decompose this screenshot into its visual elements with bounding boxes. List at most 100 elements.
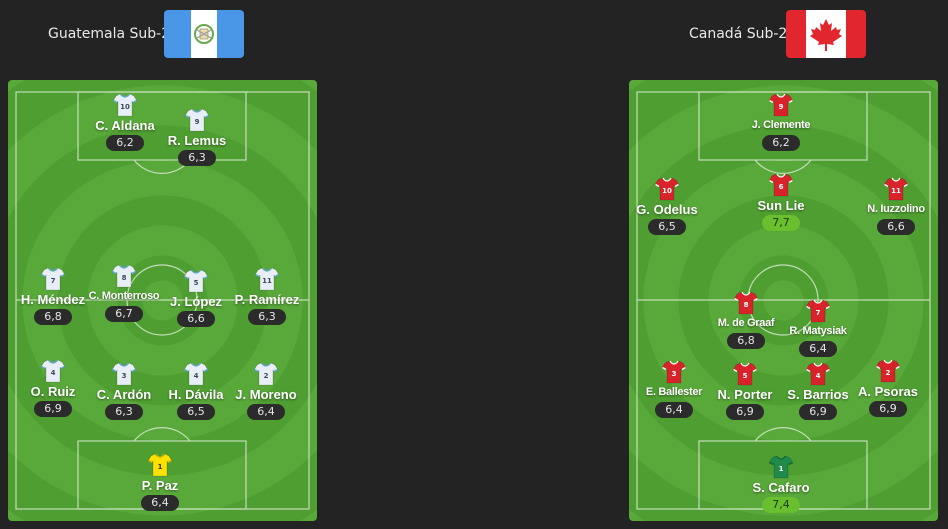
player-card[interactable]: 9 R. Lemus 6,3: [142, 107, 252, 166]
player-name: O. Ruiz: [30, 384, 76, 399]
svg-text:4: 4: [194, 372, 199, 380]
player-name: G. Odelus: [636, 202, 698, 217]
player-rating: 6,4: [141, 495, 179, 511]
shirt-icon: 4: [763, 361, 873, 387]
svg-text:10: 10: [662, 187, 672, 195]
player-rating: 6,4: [655, 402, 693, 418]
player-card[interactable]: 4 O. Ruiz 6,9: [8, 358, 108, 417]
player-rating: 6,3: [248, 309, 286, 325]
player-name: J. Moreno: [235, 387, 297, 402]
player-name: S. Barrios: [787, 387, 849, 402]
player-card[interactable]: 6 Sun Lie 7,7: [726, 172, 836, 231]
player-rating: 6,2: [106, 135, 144, 151]
player-rating: 6,7: [105, 306, 143, 322]
player-card[interactable]: 10 G. Odelus 6,5: [629, 176, 722, 235]
player-rating: 6,9: [869, 401, 907, 417]
shirt-icon: 11: [212, 266, 317, 292]
player-rating: 6,4: [247, 404, 285, 420]
svg-text:9: 9: [195, 118, 200, 126]
player-name: C. Monterroso: [88, 290, 160, 302]
player-rating: 6,6: [877, 219, 915, 235]
shirt-icon: 6: [726, 172, 836, 198]
player-card[interactable]: 10 C. Aldana 6,2: [70, 92, 180, 151]
player-name: H. Méndez: [20, 292, 86, 307]
svg-text:5: 5: [743, 372, 748, 380]
svg-text:1: 1: [779, 465, 784, 473]
player-rating: 6,6: [177, 311, 215, 327]
player-card[interactable]: 11 P. Ramírez 6,3: [212, 266, 317, 325]
svg-text:5: 5: [194, 279, 199, 287]
home-team-name: Guatemala Sub-20: [48, 26, 180, 42]
player-name: P. Ramírez: [234, 292, 300, 307]
player-name: J. Clemente: [751, 119, 811, 131]
shirt-icon: 8: [691, 290, 801, 316]
player-card[interactable]: 7 R. Matysiak 6,4: [763, 298, 873, 357]
svg-text:1: 1: [158, 463, 163, 471]
player-card[interactable]: 8 C. Monterroso 6,7: [69, 263, 179, 322]
svg-text:8: 8: [744, 301, 749, 309]
player-name: S. Cafaro: [752, 480, 810, 495]
shirt-icon: 11: [841, 176, 938, 202]
shirt-icon: 9: [726, 92, 836, 118]
svg-text:2: 2: [886, 369, 891, 377]
player-name: E. Ballester: [645, 386, 703, 398]
player-card[interactable]: 4 H. Dávila 6,5: [141, 361, 251, 420]
player-card[interactable]: 1 P. Paz 6,4: [105, 452, 215, 511]
shirt-icon: 2: [833, 358, 938, 384]
shirt-icon: 8: [69, 263, 179, 289]
shirt-icon: 3: [629, 359, 729, 385]
shirt-icon: 4: [8, 358, 108, 384]
player-card[interactable]: 3 E. Ballester 6,4: [629, 359, 729, 418]
shirt-icon: 4: [141, 361, 251, 387]
player-card[interactable]: 7 H. Méndez 6,8: [8, 266, 108, 325]
player-name: C. Aldana: [95, 118, 155, 133]
player-card[interactable]: 9 J. Clemente 6,2: [726, 92, 836, 151]
away-team-name: Canadá Sub-20: [689, 26, 797, 42]
player-card[interactable]: 11 N. Iuzzolino 6,6: [841, 176, 938, 235]
player-rating: 6,9: [726, 404, 764, 420]
svg-text:4: 4: [51, 369, 56, 377]
player-card[interactable]: 5 N. Porter 6,9: [690, 361, 800, 420]
player-rating: 6,3: [105, 404, 143, 420]
player-name: N. Iuzzolino: [867, 203, 925, 215]
player-rating: 6,8: [727, 333, 765, 349]
canada-flag-icon: [786, 10, 866, 58]
player-card[interactable]: 3 C. Ardón 6,3: [69, 361, 179, 420]
player-rating: 6,2: [762, 135, 800, 151]
player-card[interactable]: 2 A. Psoras 6,9: [833, 358, 938, 417]
svg-text:2: 2: [264, 372, 269, 380]
player-name: R. Matysiak: [789, 325, 847, 337]
player-name: R. Lemus: [167, 133, 227, 148]
svg-text:11: 11: [262, 277, 272, 285]
player-rating: 6,5: [648, 219, 686, 235]
guatemala-flag-icon: [164, 10, 244, 58]
svg-text:9: 9: [779, 103, 784, 111]
svg-text:3: 3: [672, 370, 677, 378]
player-rating: 6,4: [799, 341, 837, 357]
player-rating: 7,4: [762, 497, 800, 513]
player-rating: 7,7: [762, 215, 800, 231]
player-card[interactable]: 1 S. Cafaro 7,4: [726, 454, 836, 513]
shirt-icon: 5: [690, 361, 800, 387]
svg-text:11: 11: [891, 187, 901, 195]
shirt-icon: 10: [629, 176, 722, 202]
player-card[interactable]: 5 J. López 6,6: [141, 268, 251, 327]
svg-text:6: 6: [779, 183, 784, 191]
player-name: M. de Graaf: [717, 317, 775, 329]
player-name: N. Porter: [717, 387, 773, 402]
goalkeeper-shirt-icon: 1: [105, 452, 215, 478]
shirt-icon: 5: [141, 268, 251, 294]
goalkeeper-shirt-icon: 1: [726, 454, 836, 480]
player-card[interactable]: 2 J. Moreno 6,4: [211, 361, 317, 420]
shirt-icon: 7: [763, 298, 873, 324]
player-card[interactable]: 4 S. Barrios 6,9: [763, 361, 873, 420]
svg-text:7: 7: [816, 309, 821, 317]
svg-text:3: 3: [122, 372, 127, 380]
player-rating: 6,9: [799, 404, 837, 420]
player-card[interactable]: 8 M. de Graaf 6,8: [691, 290, 801, 349]
shirt-icon: 9: [142, 107, 252, 133]
svg-text:10: 10: [120, 103, 130, 111]
player-name: Sun Lie: [757, 198, 805, 213]
svg-text:8: 8: [122, 274, 127, 282]
svg-text:4: 4: [816, 372, 821, 380]
